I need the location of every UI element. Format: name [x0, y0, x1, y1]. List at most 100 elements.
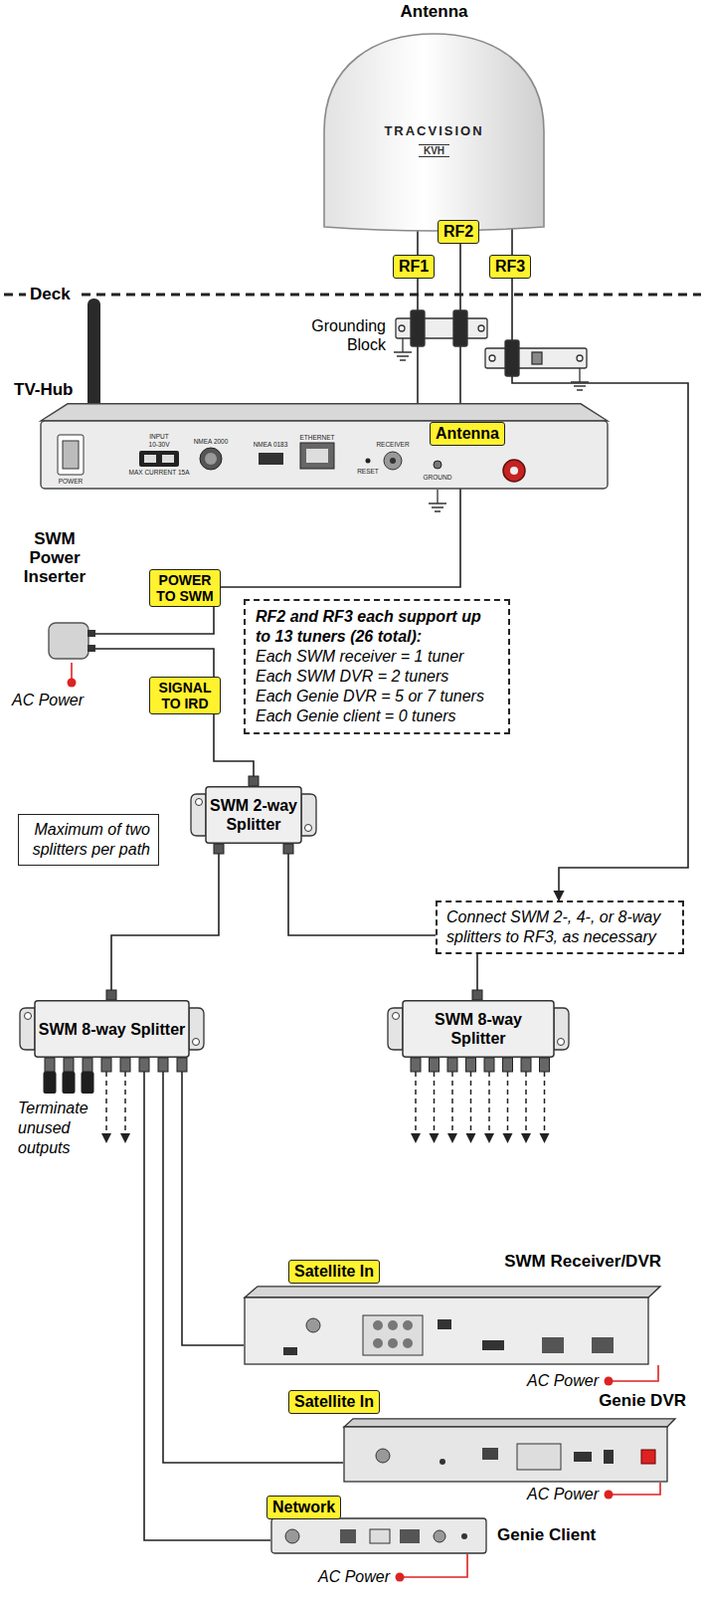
splitter-ports — [106, 775, 483, 1000]
device-heading: Genie DVR — [598, 1390, 687, 1410]
device-heading: TV-Hub — [13, 379, 74, 400]
terminator-cap — [81, 1070, 95, 1093]
genie-client-box: Genie ClientNetwork — [270, 1516, 488, 1554]
output-port — [447, 1057, 458, 1071]
output-port — [176, 1057, 187, 1071]
panel-label: ETHERNET — [299, 433, 335, 441]
power-label: AC Power — [527, 1483, 599, 1504]
deck-label: Deck — [29, 284, 71, 305]
node-text: Satellite In — [294, 1391, 374, 1411]
node-text: Satellite In — [294, 1260, 374, 1281]
receiver-box: SWM Receiver/DVRSatellite In — [243, 1284, 662, 1365]
output-port — [503, 1057, 514, 1071]
panel-label: GROUND — [423, 473, 453, 481]
cable-tag: SIGNAL TO IRD — [149, 676, 221, 714]
shape — [243, 1284, 662, 1365]
node-text: Antenna — [435, 423, 500, 444]
output-port — [82, 1057, 93, 1071]
output-port — [484, 1057, 495, 1071]
output-port — [521, 1057, 531, 1071]
shape — [39, 402, 609, 490]
unused-output-arrow — [105, 1070, 108, 1142]
unused-output-arrow — [525, 1070, 528, 1142]
panel-label: INPUT — [149, 432, 170, 440]
port-tag: Satellite In — [288, 1389, 380, 1413]
device-heading: Genie Client — [497, 1524, 596, 1545]
panel-label: POWER — [58, 477, 84, 485]
power-inserter: SWM Power Inserter — [47, 618, 96, 663]
power-label: AC Power — [318, 1566, 390, 1587]
unused-output-arrow — [470, 1070, 473, 1142]
splitter: SWM 8-way Splitter — [387, 999, 569, 1058]
note-box: RF2 and RF3 each support up to 13 tuners… — [243, 598, 511, 734]
shape — [387, 999, 569, 1058]
panel-label: MAX CURRENT 15A — [129, 468, 190, 476]
unused-output-arrow — [543, 1070, 546, 1142]
unused-output-arrow — [488, 1070, 491, 1142]
output-port — [139, 1057, 150, 1071]
port-tag: RF2 — [437, 219, 480, 244]
splitter: SWM 8-way Splitter — [19, 999, 204, 1058]
node-text: RF1 — [398, 256, 429, 277]
brand-logo: KVH — [418, 144, 450, 158]
note-box: Maximum of two splitters per path — [17, 813, 160, 866]
genie-dvr-box: Genie DVRSatellite In — [343, 1416, 677, 1482]
unused-output-arrow — [507, 1070, 510, 1142]
deck-line — [3, 293, 702, 297]
terminator-cap — [43, 1070, 57, 1093]
note-line: Each Genie client = 0 tuners — [255, 705, 499, 726]
panel-label: RECEIVER — [375, 440, 409, 448]
node-text: Network — [272, 1496, 336, 1517]
terminator-cap — [62, 1070, 76, 1093]
splitter-name: SWM 8-way Splitter — [405, 1009, 551, 1048]
port-tag: RF3 — [489, 254, 531, 279]
cable — [111, 843, 219, 1000]
unused-output-arrow — [414, 1070, 417, 1142]
note-line: Each SWM DVR = 2 tuners — [255, 666, 499, 687]
shape — [343, 1416, 677, 1482]
part-label: Grounding Block — [296, 316, 386, 354]
tv-hub-wifi-antenna — [87, 298, 101, 413]
node-text: RF3 — [495, 256, 526, 277]
panel-label: NMEA 0183 — [253, 440, 289, 448]
device-heading: Antenna — [316, 1, 552, 22]
power-label: AC Power — [527, 1370, 599, 1391]
port-tag: Antenna — [429, 421, 506, 446]
note-text: Maximum of two splitters per path — [26, 819, 151, 860]
power-label: AC Power — [11, 690, 84, 710]
cable — [95, 648, 254, 786]
note-heading: RF2 and RF3 each support up to 13 tuners… — [255, 606, 490, 647]
unused-output-arrow — [451, 1070, 454, 1142]
output-port — [539, 1057, 550, 1071]
note-label: Terminate unused outputs — [17, 1097, 108, 1158]
splitter-outputs — [43, 1057, 550, 1142]
output-port — [429, 1057, 440, 1071]
output-port — [466, 1057, 477, 1071]
note-box: Connect SWM 2-, 4-, or 8-way splitters t… — [435, 899, 685, 954]
note-line: Each SWM receiver = 1 tuner — [255, 646, 499, 667]
panel-label: RESET — [356, 467, 379, 475]
panel-label: 10-30V — [149, 440, 171, 448]
port-tag: RF1 — [392, 254, 435, 279]
brand-logo: TRACVISION — [316, 123, 552, 139]
shape — [47, 618, 96, 663]
shape — [270, 1516, 488, 1554]
output-port — [410, 1057, 421, 1071]
cable — [181, 1057, 244, 1345]
note-text: Connect SWM 2-, 4-, or 8-way splitters t… — [446, 906, 674, 947]
port-tag: Satellite In — [288, 1258, 380, 1283]
tv-hub: TV-HubAntenna — [39, 402, 609, 490]
splitter-name: SWM 8-way Splitter — [38, 1019, 186, 1039]
device-heading: SWM Receiver/DVR — [504, 1250, 662, 1271]
output-port — [101, 1057, 112, 1071]
cable — [512, 278, 689, 900]
port-tag: Network — [266, 1494, 342, 1519]
antenna-dome: AntennaTRACVISIONKVH — [316, 31, 552, 229]
device-heading: SWM Power Inserter — [9, 528, 100, 586]
cable-tag: POWER TO SWM — [149, 568, 221, 607]
output-port — [158, 1057, 169, 1071]
unused-output-arrow — [433, 1070, 436, 1142]
splitter: SWM 2-way Splitter — [190, 785, 317, 844]
output-port — [120, 1057, 131, 1071]
output-port — [44, 1057, 55, 1071]
